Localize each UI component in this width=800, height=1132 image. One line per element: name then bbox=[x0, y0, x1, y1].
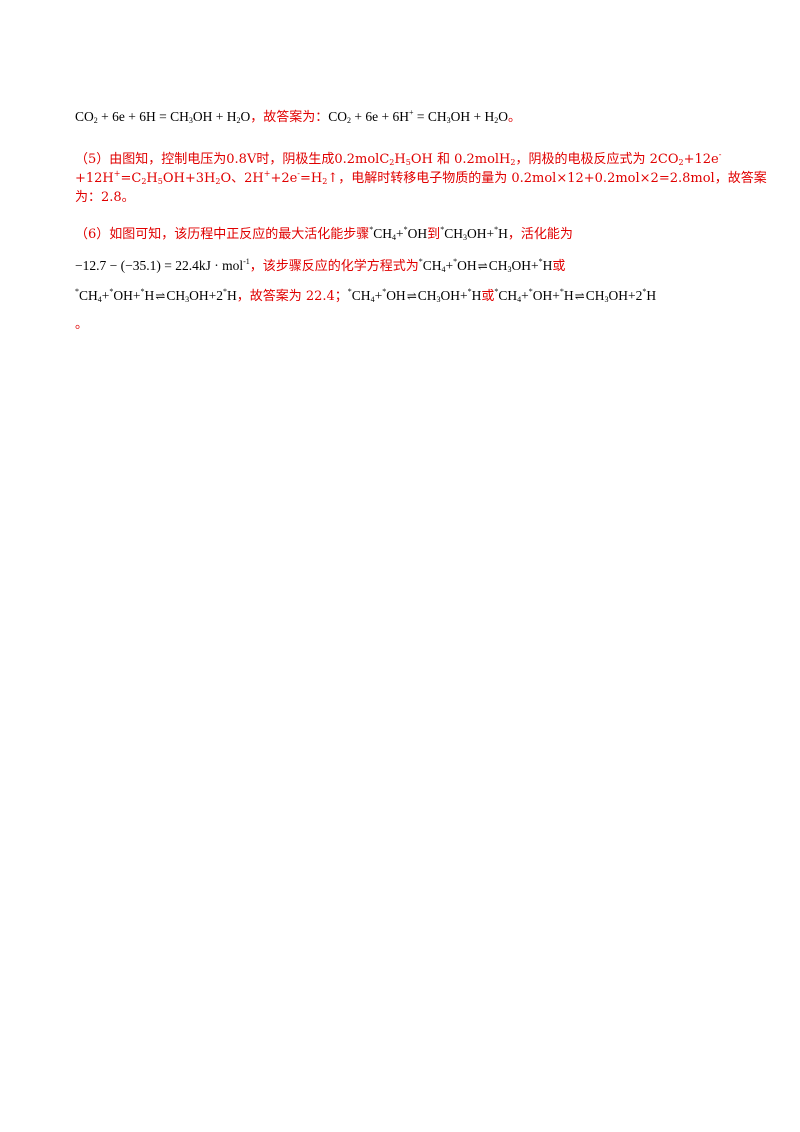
equation-1: CO2 + 6e + 6H = CH3OH + H2O bbox=[75, 109, 251, 125]
paragraph-5-line-1: （5）由图知，控制电压为0.8V时，阴极生成0.2molC2H5OH 和 0.2… bbox=[75, 150, 722, 168]
paragraph-6-line-4: 。 bbox=[75, 317, 89, 332]
answer-prefix: ，故答案为： bbox=[250, 110, 329, 125]
paragraph-6-line-2: −12.7 − (−35.1) = 22.4kJ · mol-1，该步骤反应的化… bbox=[75, 257, 566, 275]
paragraph-5-line-2: +12H+=C2H5OH+3H2O、2H++2e-=H2↑，电解时转移电子物质的… bbox=[75, 169, 767, 187]
equation-2: CO2 + 6e + 6H+ = CH3OH + H2O bbox=[328, 108, 508, 125]
paragraph-5-line-3: 为：2.8。 bbox=[75, 190, 135, 205]
activation-energy-calc: −12.7 − (−35.1) = 22.4kJ · mol-1 bbox=[75, 257, 250, 274]
paragraph-6-line-1: （6）如图可知，该历程中正反应的最大活化能步骤*CH4+*OH到*CH3OH+*… bbox=[75, 225, 573, 243]
paragraph-6-line-3: *CH4+*OH+*H⇌CH3OH+2*H，故答案为 22.4；*CH4+*OH… bbox=[75, 287, 657, 305]
period: 。 bbox=[508, 110, 522, 125]
equation-line: CO2 + 6e + 6H = CH3OH + H2O，故答案为：CO2 + 6… bbox=[75, 108, 521, 127]
